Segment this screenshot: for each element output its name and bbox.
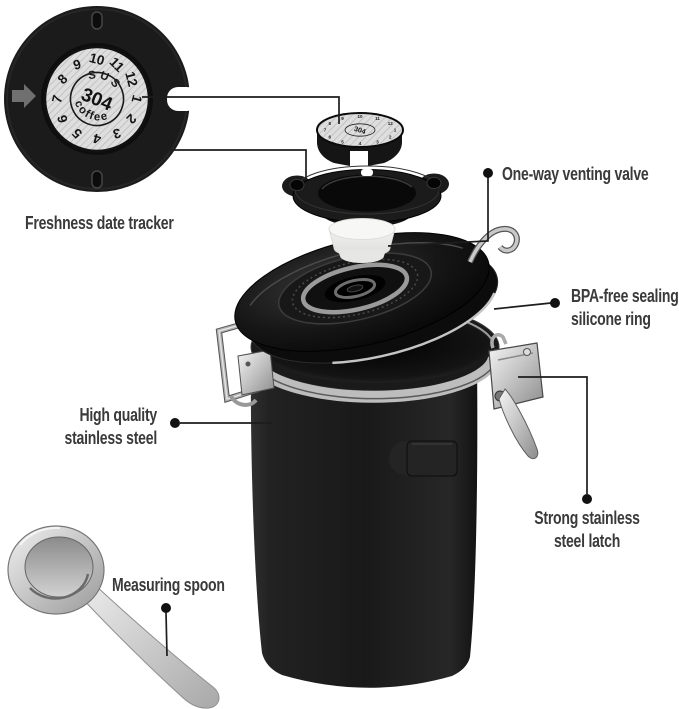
label-steel-line2: stainless steel — [64, 428, 158, 448]
label-steel-line1: High quality — [79, 405, 157, 425]
flange-screw-hole-right — [426, 177, 442, 189]
venting-valve-knob: 10 11 12 1 2 3 4 5 6 7 8 9 304 — [316, 112, 404, 166]
label-venting-valve: One-way venting valve — [502, 164, 649, 184]
right-latch — [488, 333, 544, 460]
label-bpa-line2: silicone ring — [571, 309, 651, 329]
dial-number: 3 — [111, 125, 123, 142]
svg-text:6: 6 — [328, 134, 331, 139]
canister-body — [250, 358, 478, 688]
dial-number: 9 — [71, 56, 82, 72]
lid-slot-bottom — [91, 170, 103, 189]
spoon-handle — [77, 582, 220, 709]
dot-bpa-ring — [550, 298, 560, 308]
leader-lid-to-flange — [168, 149, 307, 180]
label-measuring-spoon: Measuring spoon — [112, 575, 225, 595]
date-dial-face — [43, 45, 151, 153]
leader-lines — [142, 96, 588, 657]
lid-slot-top — [91, 11, 103, 30]
svg-text:2: 2 — [389, 134, 392, 139]
label-freshness-date-tracker: Freshness date tracker — [25, 213, 174, 233]
leader-latch — [518, 376, 588, 494]
svg-text:10: 10 — [357, 114, 363, 119]
leader-spoon — [165, 611, 168, 657]
silicone-valve — [328, 218, 396, 263]
label-steel-latch: Strong stainless steel latch — [529, 507, 646, 553]
latch-lever — [498, 388, 539, 460]
canister-lid — [234, 232, 499, 365]
label-latch-line2: steel latch — [553, 531, 621, 551]
label-bpa-sealing-ring: BPA-free sealing silicone ring — [571, 285, 679, 331]
valve-flange-ring — [282, 165, 449, 227]
stainless-band — [251, 356, 500, 403]
flange-center-opening — [318, 174, 416, 212]
dial-number: 7 — [49, 93, 65, 104]
dot-spoon — [161, 603, 171, 613]
leader-dots — [161, 168, 592, 613]
measuring-spoon — [7, 525, 220, 709]
knob-brand: 304 — [353, 126, 366, 136]
dial-number: 6 — [54, 113, 71, 125]
leader-bpa-ring — [493, 302, 552, 310]
latch-pivot — [523, 348, 531, 356]
svg-text:11: 11 — [375, 116, 380, 121]
lid-thumb-notch — [167, 87, 198, 111]
label-bpa-line1: BPA-free sealing — [571, 286, 679, 306]
dial-number: 10 — [88, 50, 106, 68]
svg-text:7: 7 — [324, 128, 327, 133]
dot-latch — [582, 494, 592, 504]
dial-number: 4 — [91, 130, 103, 147]
svg-text:12: 12 — [388, 121, 394, 126]
scoop-holder-clip — [389, 440, 458, 477]
leader-venting-valve — [387, 177, 489, 247]
flange-screw-hole-left — [289, 179, 305, 191]
svg-text:5: 5 — [341, 139, 344, 144]
svg-text:4: 4 — [359, 141, 362, 146]
leader-dial-to-knob — [142, 96, 340, 124]
label-stainless-steel: High quality stainless steel — [48, 404, 158, 450]
dial-number: 12 — [122, 70, 140, 88]
dot-venting-valve — [483, 168, 493, 178]
pointer-arrow-icon — [12, 84, 36, 108]
svg-text:8: 8 — [328, 121, 331, 126]
sealing-ring-edge — [332, 292, 496, 365]
dot-stainless-steel — [170, 418, 180, 428]
svg-text:3: 3 — [376, 139, 379, 144]
freshness-dial-lid-top-view: 10 11 12 1 2 3 4 5 6 7 8 9 SUS 304 coffe… — [4, 6, 198, 192]
label-latch-line1: Strong stainless — [534, 508, 640, 528]
lid-hook-handle — [467, 225, 520, 264]
knob-dial-numbers: 10 11 12 1 2 3 4 5 6 7 8 9 — [324, 114, 397, 146]
dial-number: 1 — [128, 93, 145, 105]
svg-text:9: 9 — [341, 116, 344, 121]
svg-text:1: 1 — [394, 128, 397, 133]
